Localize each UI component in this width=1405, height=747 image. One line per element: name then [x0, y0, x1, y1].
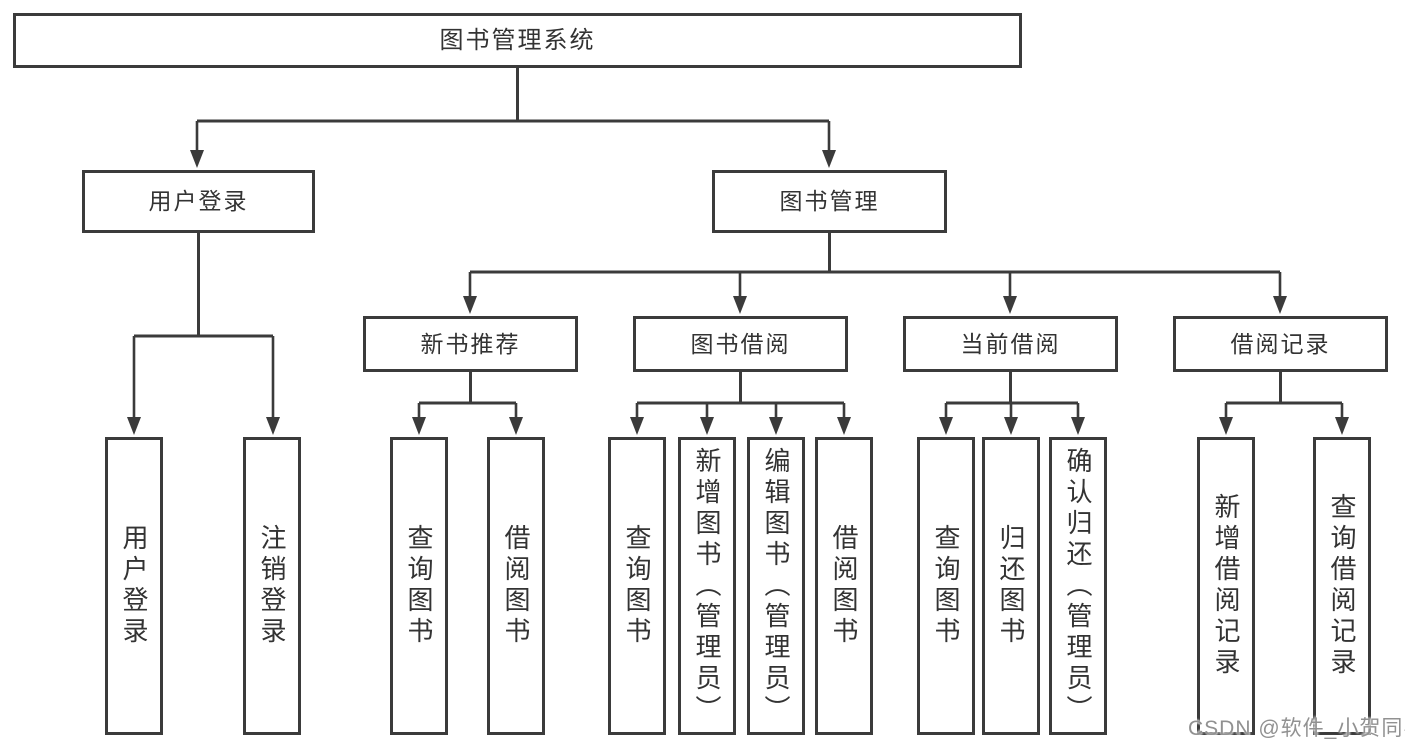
node-label: 图书管理系统 [439, 26, 596, 54]
node-label: 归还图书 [996, 524, 1026, 648]
node-borrowing-records: 借阅记录 [1173, 316, 1388, 372]
node-label: 借阅图书 [501, 524, 531, 648]
node-label: 借阅记录 [1230, 330, 1331, 357]
node-label: 当前借阅 [960, 330, 1061, 357]
node-label: 确认归还（管理员） [1063, 446, 1093, 726]
node-label: 查询图书 [622, 524, 652, 648]
node-current-borrowing: 当前借阅 [903, 316, 1118, 372]
node-label: 查询借阅记录 [1327, 493, 1357, 679]
node-query-books-2: 查询图书 [608, 437, 666, 735]
node-label: 新书推荐 [420, 330, 521, 357]
node-label: 查询图书 [404, 524, 434, 648]
node-add-borrow-record: 新增借阅记录 [1197, 437, 1255, 735]
node-book-borrowing: 图书借阅 [633, 316, 848, 372]
connector-arrows [127, 121, 1349, 435]
node-logout: 注销登录 [243, 437, 301, 735]
node-label: 图书借阅 [690, 330, 791, 357]
node-return-book: 归还图书 [982, 437, 1040, 735]
csdn-watermark: CSDN @软件_小贺同学 [1188, 717, 1405, 740]
node-query-borrow-record: 查询借阅记录 [1313, 437, 1371, 735]
node-label: 新增借阅记录 [1211, 493, 1241, 679]
node-label: 编辑图书（管理员） [761, 446, 791, 726]
node-borrow-books-1: 借阅图书 [487, 437, 545, 735]
node-library-management-system: 图书管理系统 [13, 13, 1022, 68]
node-confirm-return-admin: 确认归还（管理员） [1049, 437, 1107, 735]
node-label: 新增图书（管理员） [692, 446, 722, 726]
node-label: 借阅图书 [829, 524, 859, 648]
node-label: 图书管理 [779, 188, 880, 215]
node-add-book-admin: 新增图书（管理员） [678, 437, 736, 735]
node-user-login-leaf: 用户登录 [105, 437, 163, 735]
node-label: 查询图书 [931, 524, 961, 648]
node-borrow-books-2: 借阅图书 [815, 437, 873, 735]
node-user-login: 用户登录 [82, 170, 315, 233]
node-label: 用户登录 [119, 524, 149, 648]
node-query-books-3: 查询图书 [917, 437, 975, 735]
node-query-books-1: 查询图书 [390, 437, 448, 735]
node-edit-book-admin: 编辑图书（管理员） [747, 437, 805, 735]
node-label: 注销登录 [257, 524, 287, 648]
node-new-book-recommend: 新书推荐 [363, 316, 578, 372]
node-book-management: 图书管理 [712, 170, 947, 233]
node-label: 用户登录 [148, 188, 249, 215]
